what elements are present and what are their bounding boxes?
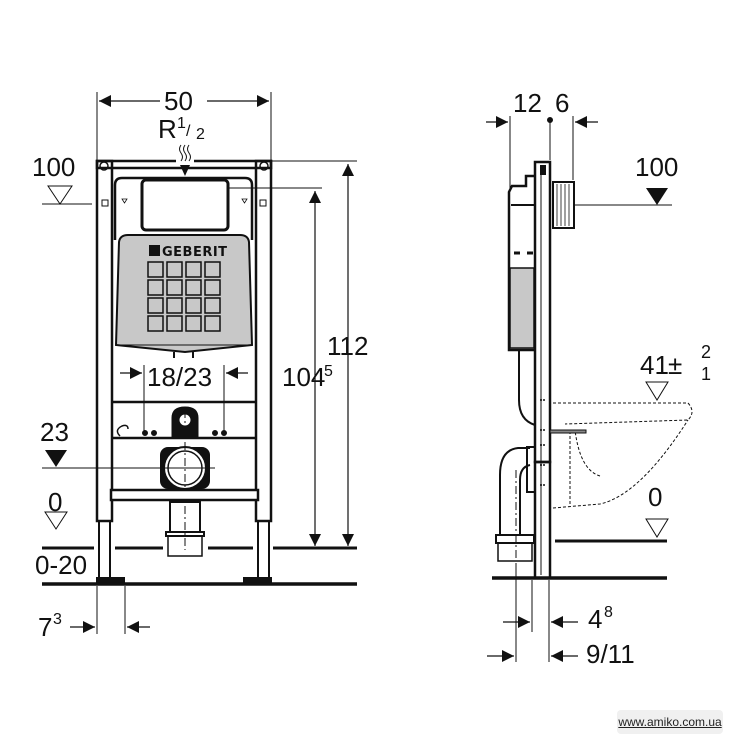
frame-height-label: 104 <box>282 362 325 392</box>
drain-level-label: 23 <box>40 417 69 447</box>
width-label: 50 <box>164 86 193 116</box>
grid-square <box>147 315 164 332</box>
grid-square <box>185 279 202 296</box>
thread-label: R <box>158 114 177 144</box>
front-view: GEBERIT <box>42 92 357 634</box>
svg-text:2: 2 <box>701 342 711 362</box>
grid-square <box>166 315 183 332</box>
water-supply-icon <box>179 144 191 162</box>
front-view-labels: 50 R 1 / 2 100 112 104 5 18/23 23 0 0-20… <box>32 86 368 642</box>
watermark-link[interactable]: www.amiko.com.ua <box>617 710 723 734</box>
svg-text:±: ± <box>668 350 682 380</box>
grid-square <box>204 315 221 332</box>
svg-text:1: 1 <box>701 364 711 384</box>
floor-range-label: 0-20 <box>35 550 87 580</box>
grid-square <box>204 297 221 314</box>
wall-depth-label: 9/11 <box>586 639 635 669</box>
side-level-top-label: 100 <box>635 152 678 182</box>
svg-text:8: 8 <box>604 604 613 621</box>
seat-height-label: 41 <box>640 350 669 380</box>
svg-text:2: 2 <box>196 126 205 143</box>
side-view-labels: 12 6 100 41 ± 2 1 0 4 8 9/11 <box>513 88 711 669</box>
grid-square <box>147 297 164 314</box>
brand-logo: GEBERIT <box>162 245 228 260</box>
spacing-label: 18/23 <box>147 362 212 392</box>
grid-square <box>147 279 164 296</box>
grid-square <box>185 297 202 314</box>
grid-square <box>166 261 183 278</box>
floor-level-label: 0 <box>48 487 62 517</box>
frame-right-post <box>254 159 273 523</box>
grid-square <box>185 315 202 332</box>
svg-text:5: 5 <box>324 363 333 380</box>
right-leg <box>257 520 270 581</box>
svg-text:1: 1 <box>177 115 186 132</box>
foot-offset-label: 7 <box>38 612 52 642</box>
svg-text:3: 3 <box>53 611 62 628</box>
grid-square <box>166 297 183 314</box>
grid-square <box>166 279 183 296</box>
grid-square <box>147 261 164 278</box>
grid-square <box>185 261 202 278</box>
grid-square <box>204 279 221 296</box>
frame-left-post <box>95 159 114 523</box>
flush-plate-opening <box>140 178 230 232</box>
side-floor-label: 0 <box>648 482 662 512</box>
total-height-label: 112 <box>327 331 368 361</box>
svg-text:/: / <box>186 123 191 140</box>
grid-square <box>204 261 221 278</box>
side-view <box>486 116 693 662</box>
level-top-label: 100 <box>32 152 75 182</box>
depth-a-label: 12 <box>513 88 542 118</box>
offset-label: 4 <box>588 604 602 634</box>
left-leg <box>98 520 111 581</box>
depth-b-label: 6 <box>555 88 569 118</box>
flush-grid <box>147 261 221 332</box>
